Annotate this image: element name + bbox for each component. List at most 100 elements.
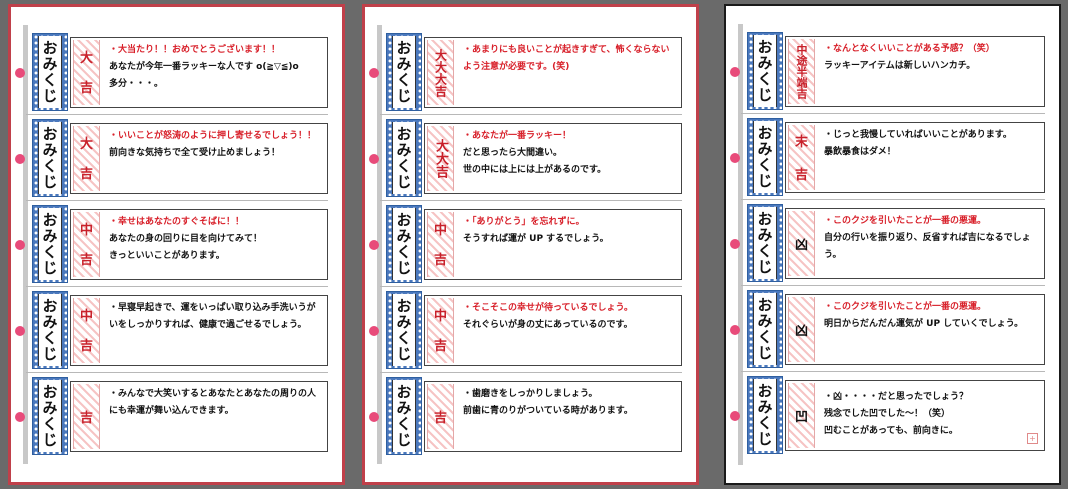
omikuji-strip: おみくじ 大大大吉 ・あまりにも良いことが起きすぎて、怖くならないよう注意が必要… — [365, 31, 696, 117]
fortune-card: 大大大吉 ・あまりにも良いことが起きすぎて、怖くならないよう注意が必要です。(笑… — [424, 37, 682, 108]
message-line: 前歯に青のりがついている時があります。 — [463, 406, 633, 416]
omikuji-stub: おみくじ — [386, 119, 422, 197]
fortune-card: 中途半端吉 ・なんとなくいいことがある予感？（笑） ラッキーアイテムは新しいハン… — [785, 36, 1045, 107]
stub-label: おみくじ — [755, 39, 774, 103]
omikuji-stub: おみくじ — [32, 33, 68, 111]
omikuji-stub: おみくじ — [32, 291, 68, 369]
stub-label: おみくじ — [755, 211, 774, 275]
fortune-card: 大吉 ・大当たり！！おめでとうございます！！ あなたが今年一番ラッキーな人です … — [70, 37, 328, 108]
divider — [380, 200, 682, 201]
omikuji-stub: おみくじ — [32, 119, 68, 197]
divider — [741, 113, 1045, 114]
fortune-card: 凹 ・凶・・・・だと思ったでしょう？ 残念でした凹でした～！（笑） 凹むことがあ… — [785, 380, 1045, 451]
message-line: 前向きな気持ちで全て受け止めましょう！ — [109, 148, 281, 158]
omikuji-strip: おみくじ 凶 ・このクジを引いたことが一番の悪運。 自分の行いを振り返り、反省す… — [726, 202, 1059, 288]
binding-dot — [15, 412, 25, 422]
binding-rail — [738, 24, 743, 465]
fortune-card: 末吉 ・じっと我慢していればいいことがあります。 暴飲暴食はダメ！ — [785, 122, 1045, 193]
fortune-message: ・いいことが怒涛のように押し寄せるでしょう！！ 前向きな気持ちで全て受け止めまし… — [109, 128, 321, 191]
fortune-card: 中吉 ・幸せはあなたのすぐそばに！！ あなたの身の回りに目を向けてみて！ きっと… — [70, 209, 328, 280]
stub-label: おみくじ — [394, 212, 413, 276]
omikuji-stub: おみくじ — [747, 376, 783, 454]
fortune-card: 中吉 ・早寝早起きで、運をいっぱい取り込み手洗いうがいをしっかりすれば、健康で過… — [70, 295, 328, 366]
binding-dot — [369, 240, 379, 250]
divider — [380, 286, 682, 287]
message-line: ・このクジを引いたことが一番の悪運。 — [824, 302, 987, 312]
fortune-message: ・幸せはあなたのすぐそばに！！ あなたの身の回りに目を向けてみて！ きっといいこ… — [109, 214, 321, 277]
message-line: そうすれば運が UP するでしょう。 — [463, 234, 609, 244]
fortune-rank: 凶 — [788, 297, 815, 362]
message-line: ・じっと我慢していればいいことがあります。 — [824, 130, 1012, 140]
fortune-card: 中吉 ・そこそこの幸せが待っているでしょう。 それぐらいが身の丈にあっているので… — [424, 295, 682, 366]
fortune-message: ・そこそこの幸せが待っているでしょう。 それぐらいが身の丈にあっているのです。 — [463, 300, 675, 363]
omikuji-stub: おみくじ — [386, 377, 422, 455]
message-line: ・このクジを引いたことが一番の悪運。 — [824, 216, 987, 226]
fortune-rank: 中吉 — [73, 298, 100, 363]
omikuji-strip: おみくじ 吉 ・みんなで大笑いするとあなたとあなたの周りの人にも幸運が舞い込んで… — [11, 375, 342, 461]
fortune-message: ・大当たり！！おめでとうございます！！ あなたが今年一番ラッキーな人です o(≧… — [109, 42, 321, 105]
page-3: おみくじ 中途半端吉 ・なんとなくいいことがある予感？（笑） ラッキーアイテムは… — [724, 4, 1061, 485]
stub-label: おみくじ — [40, 126, 59, 190]
divider — [741, 371, 1045, 372]
omikuji-strip: おみくじ 吉 ・歯磨きをしっかりしましょう。 前歯に青のりがついている時がありま… — [365, 375, 696, 461]
stub-label: おみくじ — [394, 298, 413, 362]
fortune-rank: 大吉 — [73, 40, 100, 105]
divider — [26, 372, 328, 373]
message-line: ・そこそこの幸せが待っているでしょう。 — [463, 303, 634, 313]
fortune-message: ・歯磨きをしっかりしましょう。 前歯に青のりがついている時があります。 — [463, 386, 675, 449]
binding-dot — [369, 326, 379, 336]
omikuji-strip: おみくじ 凶 ・このクジを引いたことが一番の悪運。 明日からだんだん運気が UP… — [726, 288, 1059, 374]
binding-dot — [730, 239, 740, 249]
fortune-rank: 大吉 — [73, 126, 100, 191]
message-line: ラッキーアイテムは新しいハンカチ。 — [824, 61, 976, 71]
message-line: 明日からだんだん運気が UP していくでしょう。 — [824, 319, 1024, 329]
stub-label: おみくじ — [394, 126, 413, 190]
binding-dot — [15, 68, 25, 78]
divider — [26, 286, 328, 287]
fortune-card: 凶 ・このクジを引いたことが一番の悪運。 明日からだんだん運気が UP していく… — [785, 294, 1045, 365]
fortune-message: ・凶・・・・だと思ったでしょう？ 残念でした凹でした～！（笑） 凹むことがあって… — [824, 389, 1038, 448]
stub-label: おみくじ — [40, 212, 59, 276]
fortune-rank: 吉 — [427, 384, 454, 449]
fortune-rank: 中吉 — [427, 212, 454, 277]
message-line: 多分・・・。 — [109, 79, 164, 89]
message-line: 世の中には上には上があるのです。 — [463, 165, 607, 175]
omikuji-stub: おみくじ — [32, 377, 68, 455]
omikuji-strip: おみくじ 中吉 ・早寝早起きで、運をいっぱい取り込み手洗いうがいをしっかりすれば… — [11, 289, 342, 375]
fortune-card: 大吉 ・いいことが怒涛のように押し寄せるでしょう！！ 前向きな気持ちで全て受け止… — [70, 123, 328, 194]
fortune-rank: 末吉 — [788, 125, 815, 190]
stub-label: おみくじ — [40, 40, 59, 104]
fortune-rank: 中吉 — [73, 212, 100, 277]
binding-dot — [15, 154, 25, 164]
message-line: きっといいことがあります。 — [109, 251, 225, 261]
stub-label: おみくじ — [394, 384, 413, 448]
message-line: ・歯磨きをしっかりしましょう。 — [463, 389, 598, 399]
divider — [26, 114, 328, 115]
omikuji-stub: おみくじ — [747, 204, 783, 282]
divider — [741, 199, 1045, 200]
binding-dot — [730, 411, 740, 421]
omikuji-stub: おみくじ — [32, 205, 68, 283]
fortune-message: ・このクジを引いたことが一番の悪運。 明日からだんだん運気が UP していくでし… — [824, 299, 1038, 362]
message-line: ・凶・・・・だと思ったでしょう？ — [824, 392, 969, 402]
divider — [380, 114, 682, 115]
fortune-card: 大大吉 ・あなたが一番ラッキー！ だと思ったら大間違い。 世の中には上には上があ… — [424, 123, 682, 194]
fortune-message: ・なんとなくいいことがある予感？（笑） ラッキーアイテムは新しいハンカチ。 — [824, 41, 1038, 104]
fortune-card: 吉 ・みんなで大笑いするとあなたとあなたの周りの人にも幸運が舞い込んできます。 — [70, 381, 328, 452]
fortune-card: 凶 ・このクジを引いたことが一番の悪運。 自分の行いを振り返り、反省すれば吉にな… — [785, 208, 1045, 279]
fortune-message: ・「ありがとう」を忘れずに。 そうすれば運が UP するでしょう。 — [463, 214, 675, 277]
message-line: ・なんとなくいいことがある予感？（笑） — [824, 44, 995, 54]
binding-dot — [369, 68, 379, 78]
stub-label: おみくじ — [755, 125, 774, 189]
fortune-rank: 大大吉 — [427, 126, 454, 191]
binding-rail — [377, 25, 382, 464]
message-line: ・あまりにも良いことが起きすぎて、怖くならないよう注意が必要です。(笑) — [463, 45, 670, 72]
omikuji-stub: おみくじ — [747, 290, 783, 368]
omikuji-strip: おみくじ 末吉 ・じっと我慢していればいいことがあります。 暴飲暴食はダメ！ — [726, 116, 1059, 202]
omikuji-strip: おみくじ 中吉 ・「ありがとう」を忘れずに。 そうすれば運が UP するでしょう… — [365, 203, 696, 289]
message-line: ・幸せはあなたのすぐそばに！！ — [109, 217, 245, 227]
message-line: 凹むことがあっても、前向きに。 — [824, 426, 958, 436]
message-line: ・早寝早起きで、運をいっぱい取り込み手洗いうがいをしっかりすれば、健康で過ごせる… — [109, 303, 316, 330]
message-line: あなたの身の回りに目を向けてみて！ — [109, 234, 263, 244]
omikuji-strip: おみくじ 大吉 ・大当たり！！おめでとうございます！！ あなたが今年一番ラッキー… — [11, 31, 342, 117]
